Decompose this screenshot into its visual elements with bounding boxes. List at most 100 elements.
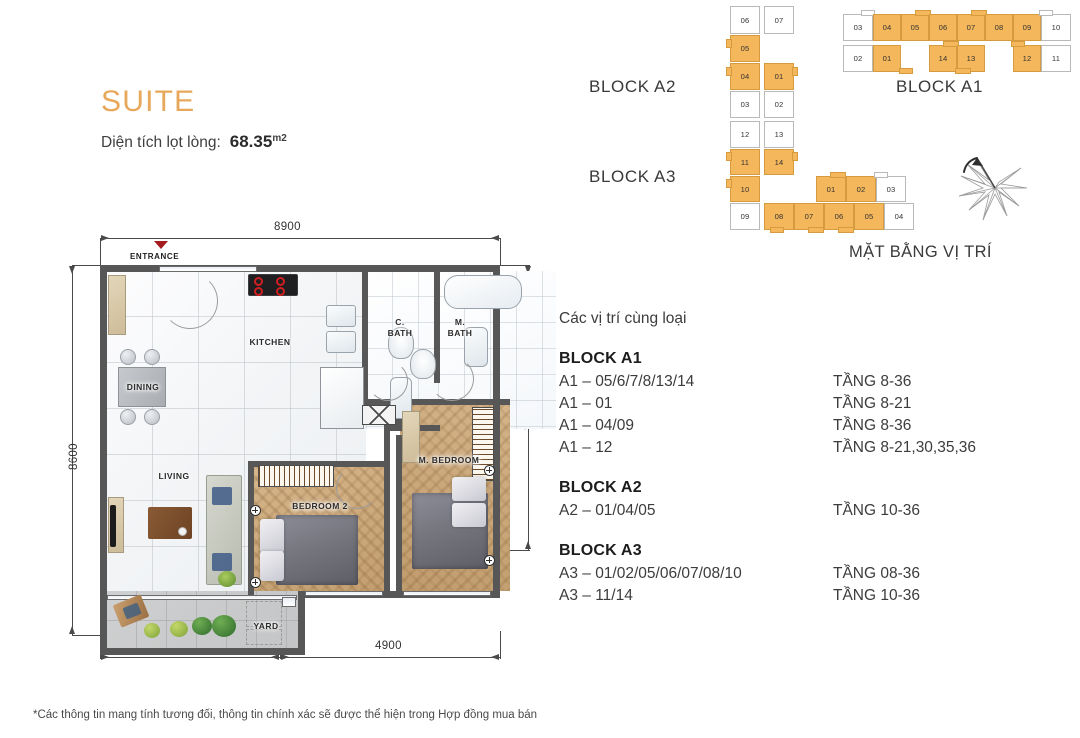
dim-bottom-left-line bbox=[100, 657, 280, 658]
wall-mbed-left bbox=[396, 435, 402, 595]
a3-notch-06 bbox=[838, 227, 854, 233]
a2-cell-05[interactable]: 05 bbox=[730, 35, 760, 62]
master-pillow-1 bbox=[452, 477, 486, 501]
burner-icon-2 bbox=[276, 277, 285, 286]
legend-unit: A1 – 01 bbox=[559, 395, 613, 412]
a1-cell-12[interactable]: 12 bbox=[1013, 45, 1041, 72]
a1-cell-07[interactable]: 07 bbox=[957, 14, 985, 41]
dim-right-arrow-top bbox=[524, 266, 531, 274]
dining-chair-2 bbox=[144, 349, 160, 365]
sofa-cushion-2 bbox=[212, 553, 232, 571]
a1-cell-08[interactable]: 08 bbox=[985, 14, 1013, 41]
a3-cell-14[interactable]: 14 bbox=[764, 149, 794, 175]
dim-bottom-right-label: 4900 bbox=[375, 640, 402, 652]
a2-cell-06[interactable]: 06 bbox=[730, 6, 760, 34]
a3-cell-11[interactable]: 11 bbox=[730, 149, 760, 175]
a3-notch-11 bbox=[726, 152, 732, 161]
a1-notch-12 bbox=[1011, 41, 1025, 47]
legend-group-a2: BLOCK A2 A2 – 01/04/05 TẦNG 10-36 bbox=[559, 479, 1064, 522]
floor-plan: 8900 8600 7150 4000 4900 ENTRANCE bbox=[60, 221, 556, 675]
a3-cell-02[interactable]: 02 bbox=[846, 176, 876, 202]
a2-cell-01[interactable]: 01 bbox=[764, 63, 794, 90]
a2-cell-03[interactable]: 03 bbox=[730, 91, 760, 118]
a3-cell-12[interactable]: 12 bbox=[730, 121, 760, 148]
dim-left-tick-bottom bbox=[72, 635, 102, 636]
dim-top-arrow-right bbox=[491, 234, 499, 241]
a1-cell-01[interactable]: 01 bbox=[873, 45, 901, 72]
area-unit: m2 bbox=[272, 132, 287, 144]
room-label-living: LIVING bbox=[158, 471, 190, 481]
block-a3-label: BLOCK A3 bbox=[589, 167, 677, 186]
legend-floors: TẦNG 8-36 bbox=[833, 417, 912, 434]
a1-cell-06[interactable]: 06 bbox=[929, 14, 957, 41]
legend-panel: Các vị trí cùng loại BLOCK A1 A1 – 05/6/… bbox=[559, 310, 1064, 627]
legend-row: A1 – 12 TẦNG 8-21,30,35,36 bbox=[559, 437, 1064, 459]
a3-cell-04[interactable]: 04 bbox=[884, 203, 914, 230]
room-label-yard: YARD bbox=[253, 621, 279, 631]
a1-cell-03[interactable]: 03 bbox=[843, 14, 873, 41]
legend-unit: A1 – 12 bbox=[559, 439, 613, 456]
a1-cell-13[interactable]: 13 bbox=[957, 45, 985, 72]
a1-cell-11[interactable]: 11 bbox=[1041, 45, 1071, 72]
coffee-table-bowl bbox=[178, 527, 187, 536]
a1-cell-02[interactable]: 02 bbox=[843, 45, 873, 72]
legend-floors: TẦNG 10-36 bbox=[833, 502, 921, 519]
a3-cell-03[interactable]: 03 bbox=[876, 176, 906, 202]
a3-cell-07[interactable]: 07 bbox=[794, 203, 824, 230]
ac-icon-bedroom2-top bbox=[250, 505, 261, 516]
bedroom2-bed bbox=[276, 515, 358, 585]
room-label-bedroom2: BEDROOM 2 bbox=[292, 501, 348, 511]
kitchen-sink-1 bbox=[326, 305, 356, 327]
a3-cell-09[interactable]: 09 bbox=[730, 203, 760, 230]
window-living-bottom bbox=[107, 595, 297, 600]
block-a2-diagram: 06 07 05 04 01 03 02 bbox=[726, 6, 804, 118]
a3-cell-01[interactable]: 01 bbox=[816, 176, 846, 202]
a2-notch-01 bbox=[792, 67, 798, 76]
a2-notch-05 bbox=[726, 39, 732, 48]
room-label-common-bath-2: BATH bbox=[387, 328, 413, 338]
a3-cell-06[interactable]: 06 bbox=[824, 203, 854, 230]
dim-right-tick-bottom bbox=[500, 550, 530, 551]
a2-cell-04[interactable]: 04 bbox=[730, 63, 760, 90]
dim-bl-arrow-left bbox=[101, 653, 109, 660]
a1-cell-05[interactable]: 05 bbox=[901, 14, 929, 41]
yard-grass-1 bbox=[170, 621, 188, 637]
page-title: SUITE bbox=[101, 85, 196, 118]
dim-br-tick-right bbox=[500, 631, 501, 659]
a3-cell-08[interactable]: 08 bbox=[764, 203, 794, 230]
wall-bottom-left bbox=[100, 648, 305, 655]
a1-cell-14[interactable]: 14 bbox=[929, 45, 957, 72]
legend-floors: TẦNG 10-36 bbox=[833, 587, 921, 604]
bathtub-icon bbox=[444, 275, 522, 309]
a1-cell-04[interactable]: 04 bbox=[873, 14, 901, 41]
a3-notch-10 bbox=[726, 179, 732, 188]
ac-icon-master-top bbox=[484, 465, 495, 476]
a3-cell-10[interactable]: 10 bbox=[730, 176, 760, 202]
dim-br-arrow-right bbox=[491, 653, 499, 660]
area-label: Diện tích lọt lòng: bbox=[101, 134, 221, 151]
plant-living bbox=[218, 571, 236, 587]
a1-cell-10[interactable]: 10 bbox=[1041, 14, 1071, 41]
window-bed2-bottom bbox=[305, 591, 383, 596]
a2-cell-07[interactable]: 07 bbox=[764, 6, 794, 34]
a3-cell-13[interactable]: 13 bbox=[764, 121, 794, 148]
a1-notch-13 bbox=[955, 68, 971, 74]
a2-cell-02[interactable]: 02 bbox=[764, 91, 794, 118]
wall-cbath-right bbox=[434, 265, 440, 383]
legend-row: A1 – 04/09 TẦNG 8-36 bbox=[559, 415, 1064, 437]
dim-bottom-right-line bbox=[280, 657, 500, 658]
entrance-label: ENTRANCE bbox=[130, 252, 180, 261]
a1-cell-09[interactable]: 09 bbox=[1013, 14, 1041, 41]
fridge-icon bbox=[320, 367, 364, 429]
block-a1-diagram: 03 04 05 06 07 08 09 10 02 01 14 13 12 1… bbox=[843, 10, 1071, 74]
legend-group-a2-title: BLOCK A2 bbox=[559, 479, 642, 496]
dim-left-label: 8600 bbox=[68, 443, 80, 470]
area-value: 68.35 bbox=[229, 132, 273, 151]
area-row: Diện tích lọt lòng: 68.35m2 bbox=[101, 132, 287, 152]
legend-group-a3-title: BLOCK A3 bbox=[559, 542, 642, 559]
block-a1-label: BLOCK A1 bbox=[896, 77, 984, 96]
yard-grass-2 bbox=[144, 623, 160, 638]
a3-cell-05[interactable]: 05 bbox=[854, 203, 884, 230]
legend-heading: Các vị trí cùng loại bbox=[559, 310, 687, 327]
dim-top-tick-right bbox=[500, 238, 501, 266]
